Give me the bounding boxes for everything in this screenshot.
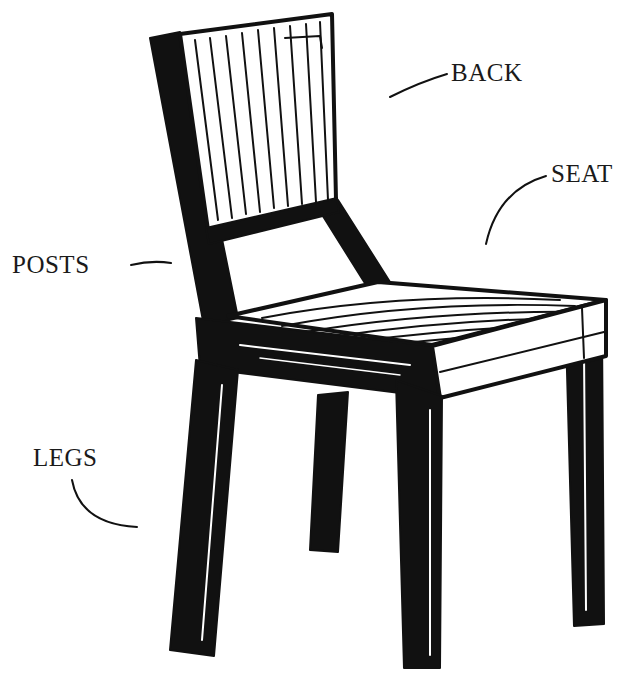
part-label: SEAT — [551, 161, 613, 186]
part-label: LEGS — [33, 445, 98, 470]
leader-line — [390, 74, 447, 97]
part-label: BACK — [451, 60, 522, 85]
leader-line — [131, 262, 171, 265]
leader-line — [486, 176, 546, 244]
leader-line — [72, 480, 137, 527]
part-label: POSTS — [12, 252, 90, 277]
